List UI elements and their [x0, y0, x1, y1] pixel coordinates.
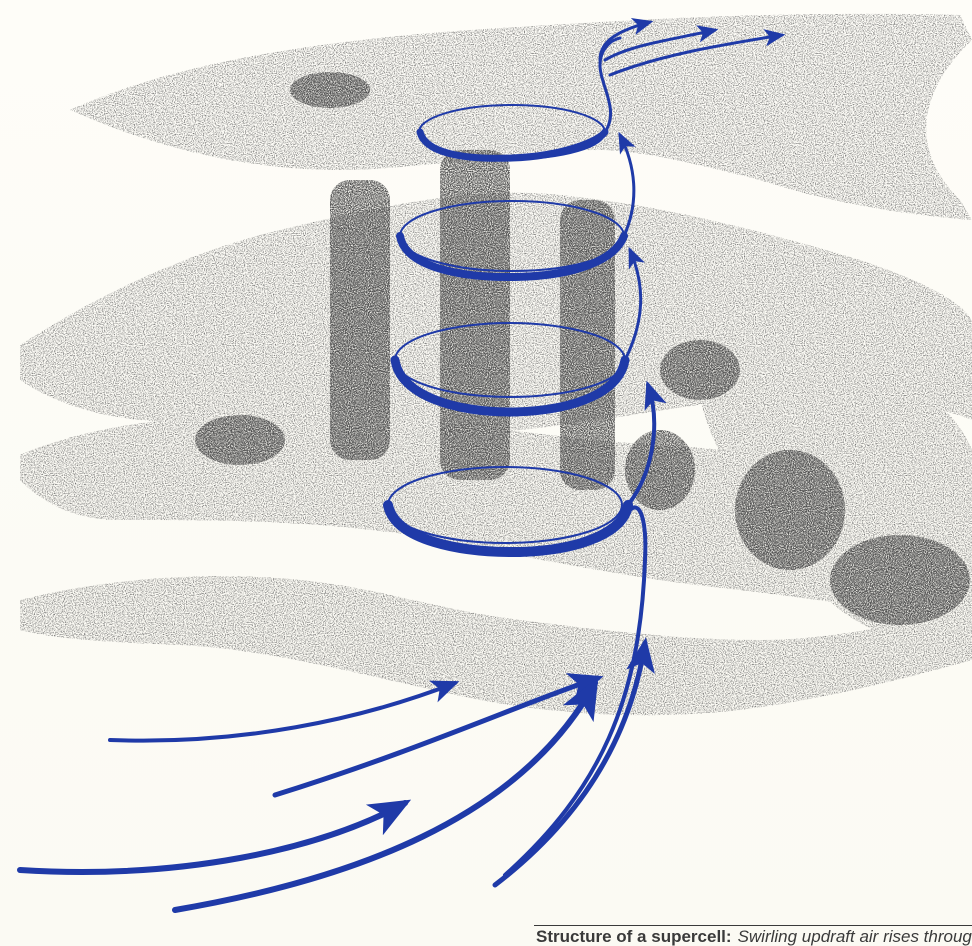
caption-lead: Structure of a supercell:	[536, 928, 732, 946]
updraft-column-left	[330, 180, 390, 460]
caption-rule	[534, 925, 972, 926]
dark-cloud-mass-6	[290, 72, 370, 108]
dark-cloud-mass-5	[625, 430, 695, 510]
dark-cloud-mass-4	[660, 340, 740, 400]
caption-rest: Swirling updraft air rises through the s…	[738, 928, 972, 946]
updraft-column-center	[440, 150, 510, 480]
anvil-cloud-top	[70, 14, 972, 220]
inflow-arrow-1	[110, 683, 455, 741]
dark-cloud-mass-2	[830, 535, 970, 625]
facing-page-text	[0, 928, 500, 946]
inflow-arrow-2	[275, 678, 598, 795]
inflow-arrow-4	[175, 683, 595, 910]
storm-cloud	[20, 14, 972, 715]
dark-cloud-mass-3	[195, 415, 285, 465]
updraft-column-right	[560, 200, 615, 490]
dark-cloud-mass-1	[735, 450, 845, 570]
figure-caption: Structure of a supercell: Swirling updraf…	[536, 928, 972, 946]
inflow-arrow-3	[20, 803, 405, 872]
